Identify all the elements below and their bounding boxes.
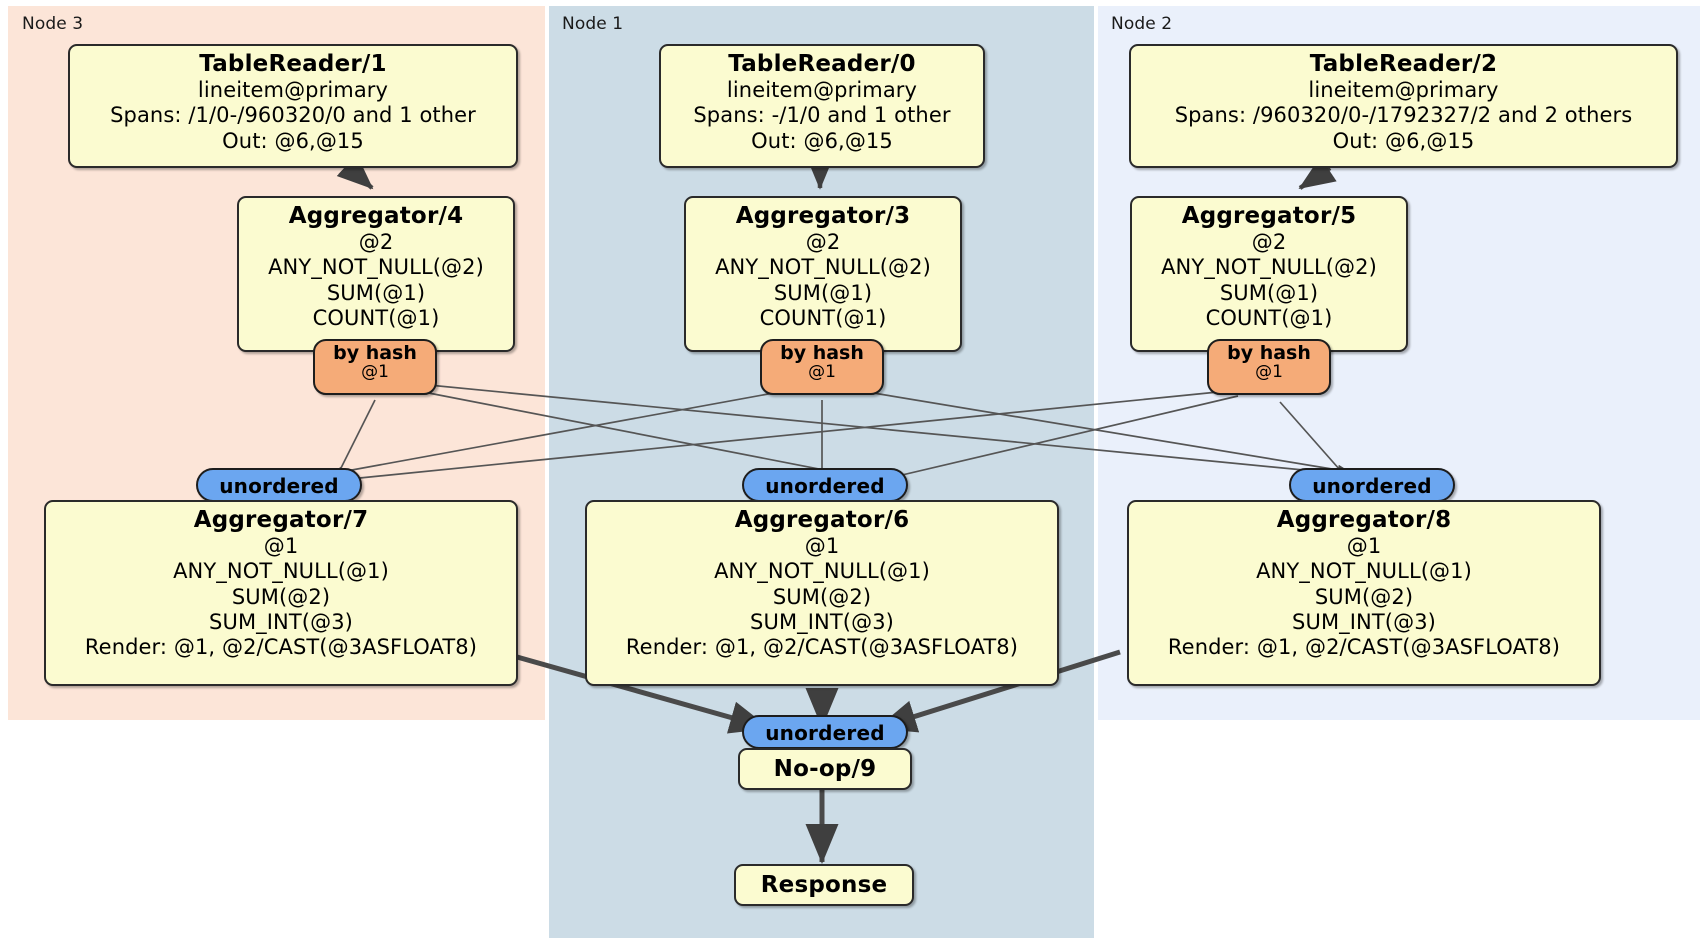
processor-title: Aggregator/3	[735, 203, 911, 229]
processor-tablereader-0[interactable]: TableReader/0 lineitem@primary Spans: -/…	[659, 44, 985, 168]
processor-title: TableReader/2	[1309, 51, 1498, 77]
sync-label: unordered	[765, 474, 885, 498]
processor-render-line: Render: @1, @2/CAST(@3ASFLOAT8)	[625, 634, 1019, 659]
processor-detail-line: Out: @6,@15	[1332, 128, 1475, 153]
node-label-node1: Node 1	[562, 14, 624, 34]
processor-detail-line: ANY_NOT_NULL(@1)	[714, 559, 930, 584]
processor-aggregator-3[interactable]: Aggregator/3 @2 ANY_NOT_NULL(@2) SUM(@1)…	[684, 196, 962, 352]
processor-detail-line: ANY_NOT_NULL(@1)	[1256, 559, 1472, 584]
processor-title: TableReader/1	[199, 51, 387, 77]
processor-aggregator-7[interactable]: Aggregator/7 @1 ANY_NOT_NULL(@1) SUM(@2)…	[44, 500, 518, 686]
processor-detail-line: @2	[1251, 230, 1287, 255]
processor-detail-line: ANY_NOT_NULL(@2)	[715, 255, 931, 280]
processor-detail-line: ANY_NOT_NULL(@2)	[268, 255, 484, 280]
processor-tablereader-2[interactable]: TableReader/2 lineitem@primary Spans: /9…	[1129, 44, 1678, 168]
processor-title: Aggregator/5	[1181, 203, 1357, 229]
processor-detail-line: SUM_INT(@3)	[750, 609, 894, 634]
sync-label: unordered	[219, 474, 339, 498]
processor-detail-line: COUNT(@1)	[312, 305, 440, 330]
processor-title: Aggregator/8	[1276, 507, 1452, 533]
router-column: @1	[361, 361, 389, 382]
processor-noop-9[interactable]: No-op/9	[738, 748, 912, 790]
input-sync-badge-unordered-final[interactable]: unordered	[742, 715, 908, 749]
router-column: @1	[808, 361, 836, 382]
processor-detail-line: @1	[1346, 534, 1382, 559]
input-sync-badge-unordered-left[interactable]: unordered	[196, 468, 362, 502]
processor-detail-line: SUM(@1)	[1219, 280, 1319, 305]
processor-title: Response	[760, 872, 888, 898]
processor-detail-line: Spans: /1/0-/960320/0 and 1 other	[110, 103, 476, 128]
processor-detail-line: Spans: -/1/0 and 1 other	[693, 103, 951, 128]
output-router-badge-by-hash-right[interactable]: by hash @1	[1207, 339, 1331, 395]
processor-title: Aggregator/4	[288, 203, 464, 229]
processor-response[interactable]: Response	[734, 864, 914, 906]
processor-detail-line: SUM(@2)	[231, 584, 331, 609]
processor-title: Aggregator/7	[193, 507, 369, 533]
sync-label: unordered	[765, 721, 885, 745]
processor-render-line: Render: @1, @2/CAST(@3ASFLOAT8)	[84, 634, 478, 659]
processor-detail-line: @2	[805, 230, 841, 255]
processor-detail-line: lineitem@primary	[197, 78, 389, 103]
input-sync-badge-unordered-center[interactable]: unordered	[742, 468, 908, 502]
processor-detail-line: SUM_INT(@3)	[209, 609, 353, 634]
router-label: by hash	[1227, 342, 1311, 364]
processor-title: No-op/9	[773, 756, 877, 782]
processor-detail-line: COUNT(@1)	[1205, 305, 1333, 330]
processor-detail-line: SUM_INT(@3)	[1292, 609, 1436, 634]
processor-detail-line: Out: @6,@15	[751, 128, 893, 153]
processor-detail-line: @1	[804, 534, 840, 559]
input-sync-badge-unordered-right[interactable]: unordered	[1289, 468, 1455, 502]
processor-render-line: Render: @1, @2/CAST(@3ASFLOAT8)	[1167, 634, 1561, 659]
processor-detail-line: @2	[358, 230, 394, 255]
router-column: @1	[1255, 361, 1283, 382]
processor-aggregator-6[interactable]: Aggregator/6 @1 ANY_NOT_NULL(@1) SUM(@2)…	[585, 500, 1059, 686]
router-label: by hash	[333, 342, 417, 364]
processor-detail-line: ANY_NOT_NULL(@1)	[173, 559, 389, 584]
processor-detail-line: COUNT(@1)	[759, 305, 887, 330]
output-router-badge-by-hash-center[interactable]: by hash @1	[760, 339, 884, 395]
processor-detail-line: SUM(@1)	[773, 280, 873, 305]
processor-detail-line: SUM(@1)	[326, 280, 426, 305]
processor-tablereader-1[interactable]: TableReader/1 lineitem@primary Spans: /1…	[68, 44, 518, 168]
processor-detail-line: ANY_NOT_NULL(@2)	[1161, 255, 1377, 280]
node-label-node2: Node 2	[1111, 14, 1173, 34]
processor-detail-line: @1	[263, 534, 299, 559]
processor-title: TableReader/0	[728, 51, 916, 77]
processor-detail-line: SUM(@2)	[1314, 584, 1414, 609]
router-label: by hash	[780, 342, 864, 364]
output-router-badge-by-hash-left[interactable]: by hash @1	[313, 339, 437, 395]
processor-detail-line: lineitem@primary	[726, 78, 918, 103]
node-label-node3: Node 3	[22, 14, 84, 34]
processor-detail-line: Out: @6,@15	[222, 128, 364, 153]
processor-aggregator-4[interactable]: Aggregator/4 @2 ANY_NOT_NULL(@2) SUM(@1)…	[237, 196, 515, 352]
sync-label: unordered	[1312, 474, 1432, 498]
processor-detail-line: lineitem@primary	[1308, 78, 1499, 103]
processor-aggregator-8[interactable]: Aggregator/8 @1 ANY_NOT_NULL(@1) SUM(@2)…	[1127, 500, 1601, 686]
processor-detail-line: SUM(@2)	[772, 584, 872, 609]
processor-title: Aggregator/6	[734, 507, 910, 533]
processor-detail-line: Spans: /960320/0-/1792327/2 and 2 others	[1174, 103, 1633, 128]
processor-aggregator-5[interactable]: Aggregator/5 @2 ANY_NOT_NULL(@2) SUM(@1)…	[1130, 196, 1408, 352]
